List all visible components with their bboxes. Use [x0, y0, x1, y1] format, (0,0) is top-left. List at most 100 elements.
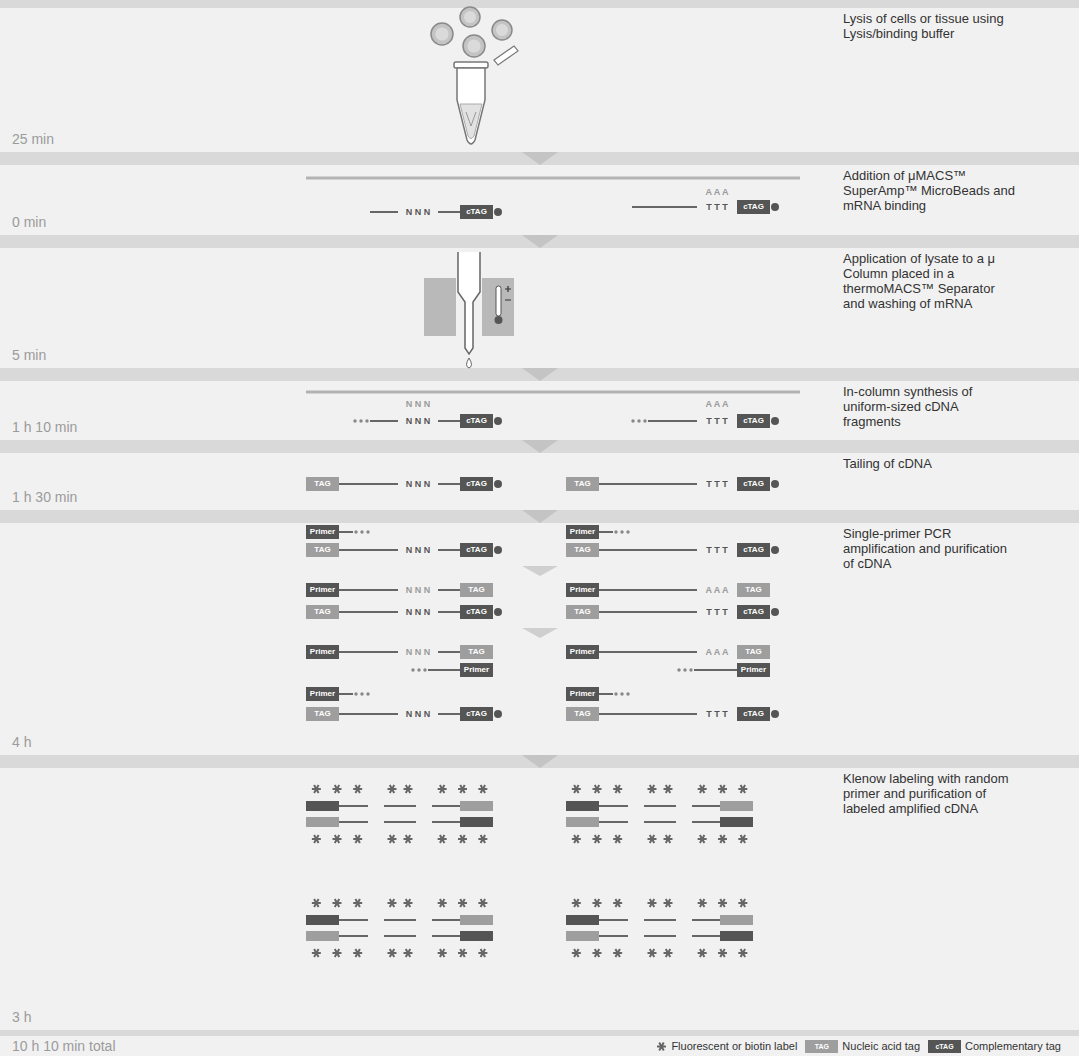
cdna-strand — [339, 483, 398, 485]
label-star — [333, 949, 342, 957]
tag-box — [306, 915, 339, 925]
cdna-strand — [692, 805, 720, 807]
flow-chevron — [522, 152, 558, 165]
label-star — [458, 835, 467, 843]
tube-mark — [466, 112, 476, 126]
tag-label: cTAG — [737, 543, 770, 557]
microbead — [494, 480, 502, 488]
base-letters: N N N — [398, 543, 438, 557]
tag-box — [566, 801, 599, 811]
microbead — [494, 208, 502, 216]
cdna-strand — [370, 420, 398, 422]
tag-box — [306, 543, 339, 557]
cdna-strand — [644, 805, 676, 807]
cdna-strand — [432, 821, 460, 823]
tag-label: TAG — [566, 543, 599, 557]
label-star — [478, 949, 487, 957]
tag-box — [566, 817, 599, 827]
primer-label: Primer — [566, 525, 599, 539]
tag-label: TAG — [460, 583, 493, 597]
cdna-strand — [692, 919, 720, 921]
cdna-strand — [599, 549, 697, 551]
label-star — [388, 899, 397, 907]
extension-dots — [359, 419, 362, 422]
label-star — [572, 785, 581, 793]
step-chevron — [522, 628, 558, 638]
step-description: Lysis of cells or tissue using Lysis/bin… — [843, 11, 1015, 41]
primer-label: Primer — [306, 525, 339, 539]
label-star — [388, 785, 397, 793]
label-star — [404, 949, 413, 957]
tag-box — [737, 707, 770, 721]
step-band: 3 hKlenow labeling with random primer an… — [0, 768, 1079, 1030]
band-ground — [0, 453, 1079, 510]
cdna-strand — [339, 821, 368, 823]
microbead — [771, 203, 779, 211]
cdna-strand — [599, 805, 628, 807]
tag-label: TAG — [815, 1043, 829, 1050]
cdna-strand — [599, 821, 628, 823]
base-letters: A A A — [697, 185, 737, 199]
cdna-strand — [599, 589, 697, 591]
cdna-strand — [384, 935, 416, 937]
label-star — [698, 835, 707, 843]
legend-text: Fluorescent or biotin label — [671, 1040, 797, 1052]
flow-chevron — [522, 510, 558, 523]
primer-box — [306, 687, 339, 701]
legend-star-symbol — [657, 1042, 666, 1050]
base-letters: N N N — [398, 205, 438, 219]
primer-box — [566, 583, 599, 597]
cdna-strand — [632, 206, 697, 208]
primer-label: Primer — [306, 687, 339, 701]
cdna-strand — [694, 669, 737, 671]
cdna-strand — [432, 935, 460, 937]
base-letters: N N N — [398, 414, 438, 428]
tag-label: TAG — [566, 477, 599, 491]
label-star — [664, 785, 673, 793]
tag-label: TAG — [566, 707, 599, 721]
extension-dots — [620, 530, 623, 533]
step-description: Klenow labeling with random primer and p… — [843, 771, 1015, 816]
label-star — [312, 949, 321, 957]
mrna-strand — [306, 391, 800, 394]
cdna-strand — [339, 531, 353, 533]
cdna-strand — [339, 651, 398, 653]
band-ground — [0, 523, 1079, 755]
tag-label: cTAG — [460, 205, 493, 219]
extension-dots — [626, 530, 629, 533]
primer-label: Primer — [566, 687, 599, 701]
label-star — [404, 785, 413, 793]
label-star — [438, 949, 447, 957]
label-star — [572, 899, 581, 907]
extension-dots — [417, 668, 420, 671]
step-band: 1 h 10 minIn-column synthesis of uniform… — [0, 381, 1079, 440]
tag-box — [737, 543, 770, 557]
base-letters: A A A — [697, 397, 737, 411]
extension-dots — [626, 692, 629, 695]
cdna-strand — [384, 919, 416, 921]
label-star — [353, 835, 362, 843]
tag-label: cTAG — [935, 1043, 953, 1050]
cdna-strand — [438, 713, 460, 715]
tag-box — [566, 605, 599, 619]
label-star — [353, 949, 362, 957]
tag-label: TAG — [306, 477, 339, 491]
tag-box — [460, 931, 493, 941]
base-letters: T T T — [697, 605, 737, 619]
extension-dots — [365, 419, 368, 422]
primer-box — [737, 663, 770, 677]
label-star — [312, 899, 321, 907]
tag-box — [737, 477, 770, 491]
base-letters: N N N — [398, 605, 438, 619]
base-letters: N N N — [398, 583, 438, 597]
legend-swatch: TAG — [805, 1040, 838, 1053]
tag-label: cTAG — [460, 543, 493, 557]
label-star — [718, 899, 727, 907]
microbead — [771, 608, 779, 616]
label-star — [312, 785, 321, 793]
band-ground — [0, 381, 1079, 440]
label-star — [353, 785, 362, 793]
tag-box — [460, 645, 493, 659]
base-letters: T T T — [697, 707, 737, 721]
base-letters: T T T — [697, 200, 737, 214]
